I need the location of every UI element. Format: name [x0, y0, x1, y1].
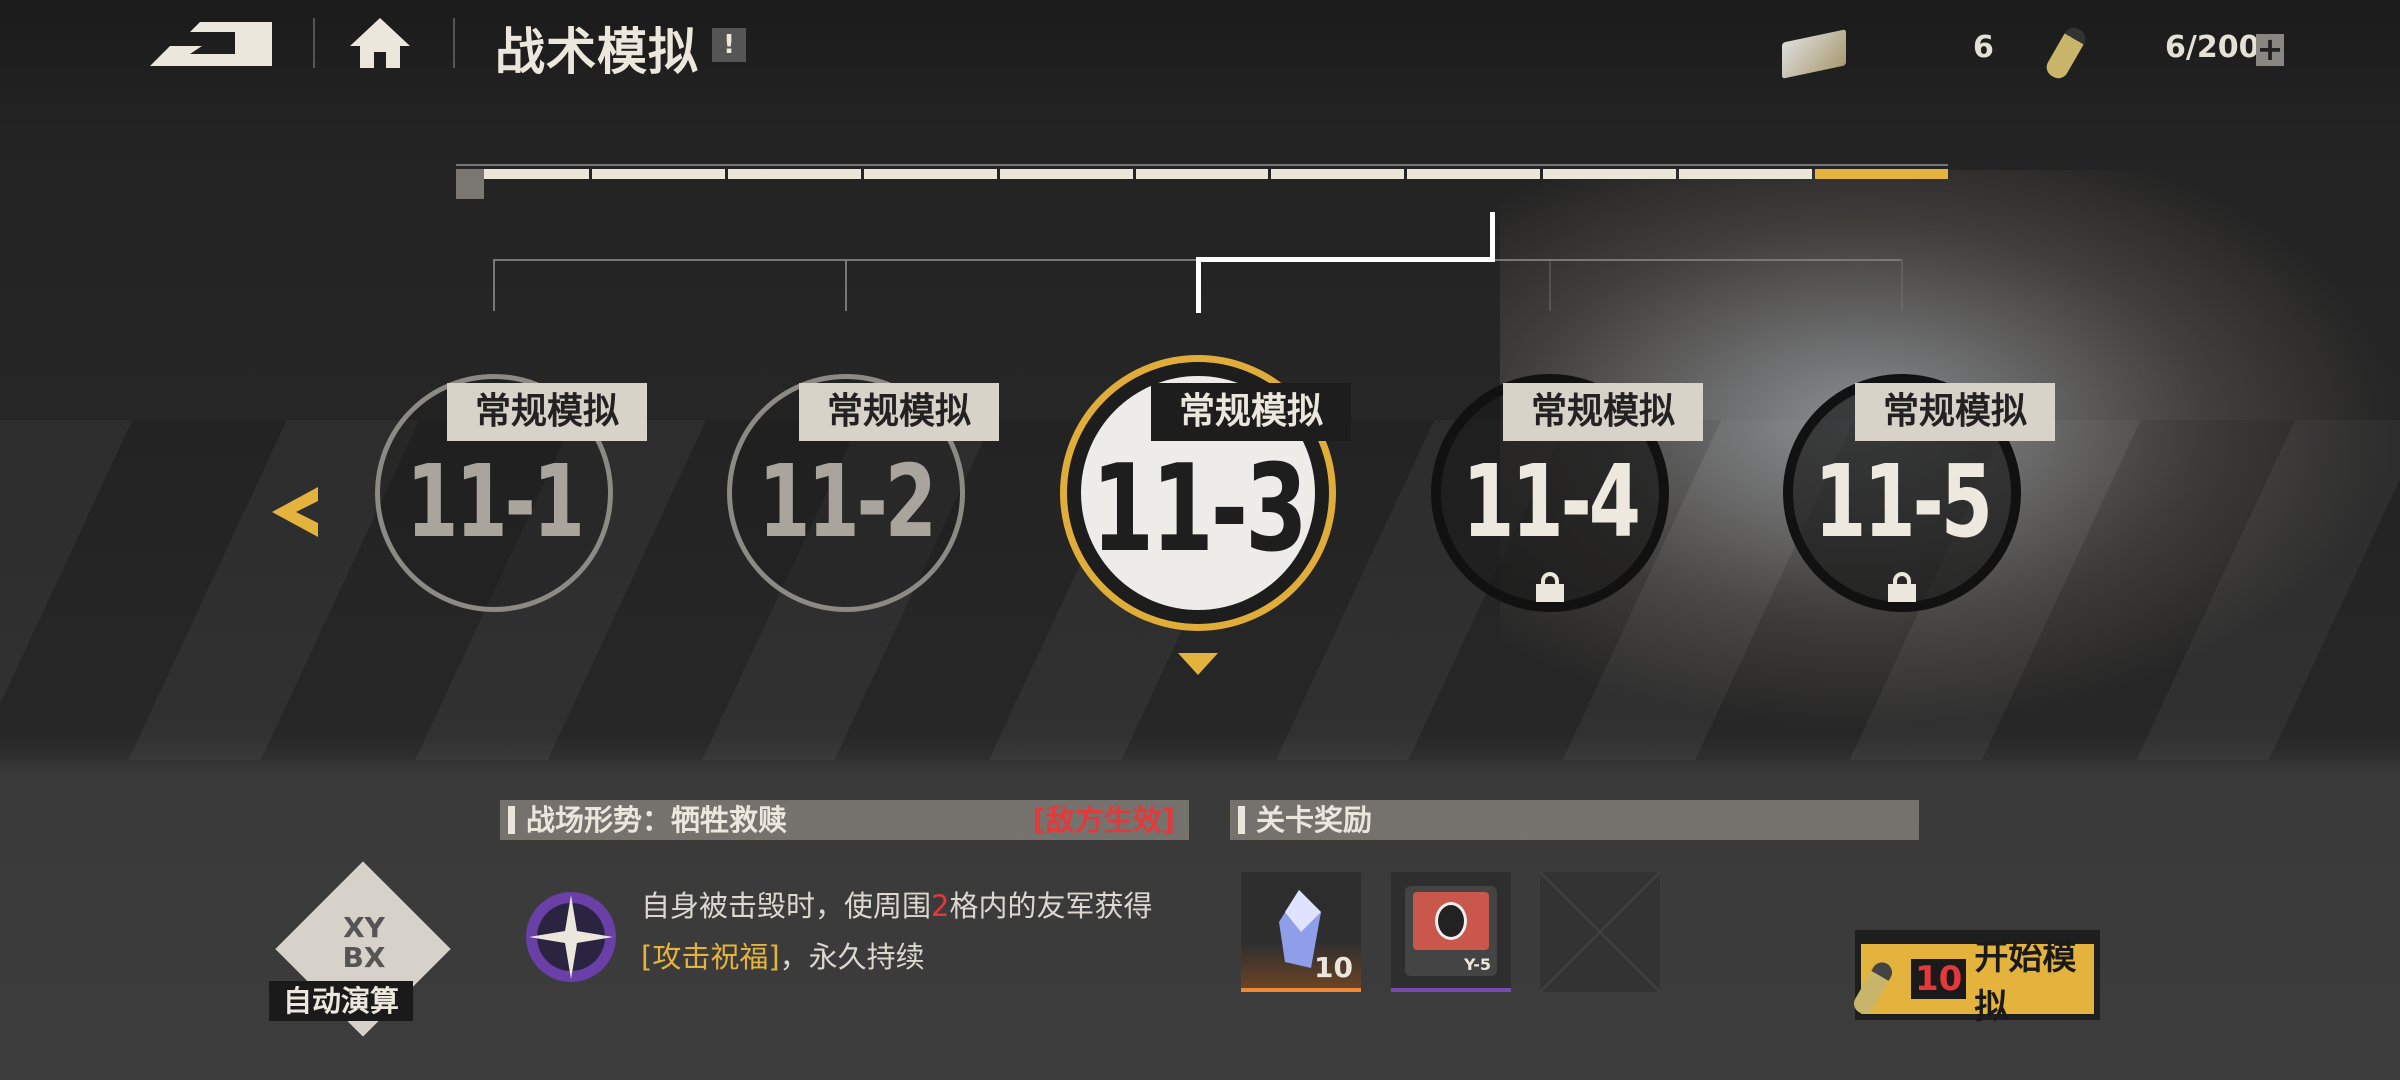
- stage-type-tag: 常规模拟: [1503, 383, 1703, 441]
- chip-tag: Y-5: [1463, 955, 1491, 974]
- info-button[interactable]: !: [712, 28, 746, 62]
- current-path-line: [1196, 257, 1201, 313]
- progress-segment: [1135, 169, 1269, 179]
- chip-icon: Y-5: [1405, 886, 1497, 976]
- situation-header: 战场形势：牺牲救赎 [敌方生效]: [500, 800, 1189, 840]
- progress-segment: [1543, 169, 1677, 179]
- start-label: 开始模拟: [1974, 938, 2077, 1027]
- stage-type-tag: 常规模拟: [1855, 383, 2055, 441]
- page-title: 战术模拟: [495, 23, 699, 81]
- reward-item-chip[interactable]: Y-5: [1391, 872, 1511, 992]
- stage-label: 11-3: [1091, 440, 1307, 579]
- home-icon: [350, 18, 410, 68]
- start-simulation-button[interactable]: 10 开始模拟: [1850, 930, 2100, 1027]
- situation-desc-line2: [攻击祝福]，永久持续: [641, 940, 925, 974]
- progress-segment: [1815, 169, 1948, 179]
- energy-count: 6/200: [2165, 30, 2260, 65]
- progress-segment: [999, 169, 1133, 179]
- progress-segment: [1271, 169, 1405, 179]
- back-arrow-icon: [150, 22, 272, 66]
- progress-segment: [456, 169, 589, 179]
- chapter-progress-bar: [456, 164, 1948, 199]
- tree-line: [493, 259, 495, 311]
- reward-item-empty: [1540, 872, 1660, 992]
- stage-label: 11-5: [1814, 443, 1993, 560]
- auto-label: 自动演算: [269, 981, 413, 1021]
- current-path-line: [1490, 212, 1495, 262]
- reward-count: 10: [1314, 951, 1353, 984]
- stage-label: 11-2: [758, 443, 937, 560]
- rewards-title: 关卡奖励: [1256, 803, 1373, 837]
- progress-segment: [727, 169, 861, 179]
- auto-battle-button[interactable]: XY BX 自动演算: [269, 861, 451, 1037]
- auto-logo: XY BX: [342, 911, 386, 974]
- back-button[interactable]: [150, 22, 272, 66]
- ticket-count: 6: [1973, 30, 1994, 65]
- progress-segment: [591, 169, 725, 179]
- home-button[interactable]: [350, 18, 410, 72]
- stage-type-tag: 常规模拟: [1151, 383, 1351, 441]
- selected-indicator-icon: [1178, 653, 1218, 675]
- stage-type-tag: 常规模拟: [447, 383, 647, 441]
- tree-line: [845, 259, 847, 311]
- crystal-icon: [1279, 890, 1321, 968]
- progress-segment: [456, 169, 484, 199]
- progress-segment: [1407, 169, 1541, 179]
- energy-icon: [2042, 24, 2090, 82]
- prev-chapter-arrow-icon[interactable]: [272, 487, 318, 537]
- tree-line: [1901, 259, 1903, 311]
- lock-icon: [1888, 572, 1916, 602]
- lock-icon: [1536, 572, 1564, 602]
- start-cost: 10: [1911, 959, 1967, 999]
- tree-line: [1549, 259, 1551, 311]
- sacrifice-skill-icon: [526, 892, 616, 982]
- add-energy-button[interactable]: +: [2256, 30, 2284, 68]
- stage-label: 11-1: [406, 443, 585, 560]
- situation-desc-line1: 自身被击毁时，使周围2格内的友军获得: [641, 889, 1153, 923]
- stage-label: 11-4: [1462, 443, 1641, 560]
- progress-segment: [863, 169, 997, 179]
- divider: [453, 18, 455, 68]
- current-path-line: [1196, 257, 1495, 262]
- reward-item-crystal[interactable]: 10: [1241, 872, 1361, 992]
- stage-type-tag: 常规模拟: [799, 383, 999, 441]
- divider: [313, 18, 315, 68]
- ticket-icon: [1782, 29, 1846, 79]
- enemy-effect-tag: [敌方生效]: [1032, 803, 1175, 837]
- rewards-header: 关卡奖励: [1230, 800, 1919, 840]
- progress-segment: [1679, 169, 1813, 179]
- situation-title: 战场形势：牺牲救赎: [526, 803, 788, 837]
